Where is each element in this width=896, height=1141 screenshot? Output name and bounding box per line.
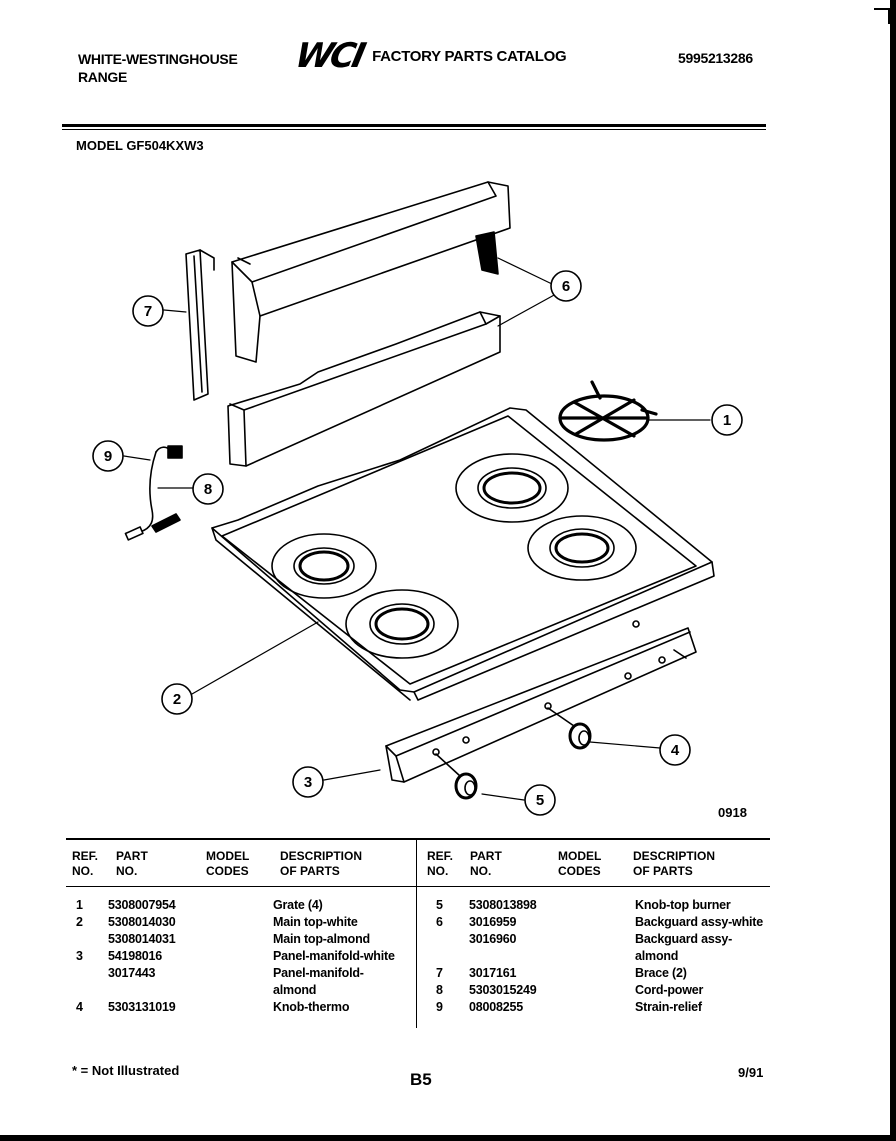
ref-number: 5 <box>436 898 443 912</box>
part-description: Panel-manifold- <box>273 966 364 980</box>
catalog-title-block: WCI FACTORY PARTS CATALOG <box>292 36 567 76</box>
table-header-rule <box>66 886 770 887</box>
brace <box>185 249 215 401</box>
callout-label: 5 <box>536 792 544 809</box>
part-number: 3016959 <box>469 915 517 929</box>
part-description: Backguard assy- <box>635 932 733 946</box>
header-rule <box>62 124 766 127</box>
callout-6: 6 <box>550 270 582 302</box>
part-description: Backguard assy-white <box>635 915 763 929</box>
part-description: Strain-relief <box>635 1000 702 1014</box>
part-description: Brace (2) <box>635 966 687 980</box>
footnote: * = Not Illustrated <box>72 1063 180 1078</box>
wci-logo: WCI <box>291 36 367 76</box>
page-border-right <box>890 0 896 1141</box>
callout-leaders <box>123 257 711 801</box>
knob-thermo <box>547 707 592 750</box>
grate <box>558 380 658 442</box>
ref-number: 8 <box>436 983 443 997</box>
ref-number: 1 <box>76 898 83 912</box>
part-number: 54198016 <box>108 949 163 963</box>
exploded-parts-diagram: 1 2 3 4 5 6 7 8 <box>92 181 743 816</box>
ref-number: 7 <box>436 966 443 980</box>
header-part-no: PART NO. <box>116 849 148 878</box>
callout-label: 3 <box>304 774 312 791</box>
part-description: Knob-thermo <box>273 1000 350 1014</box>
part-number: 5308014031 <box>108 932 176 946</box>
brand-block: WHITE-WESTINGHOUSE RANGE <box>78 50 238 86</box>
callout-label: 8 <box>204 481 212 498</box>
manifold-panel <box>385 620 697 783</box>
part-number: 5308007954 <box>108 898 176 912</box>
part-description: Panel-manifold-white <box>273 949 395 963</box>
part-number: 5308013898 <box>469 898 537 912</box>
header-description-right: DESCRIPTION OF PARTS <box>633 849 716 878</box>
callout-label: 4 <box>671 742 680 759</box>
part-description: Main top-almond <box>273 932 370 946</box>
backguard-upper <box>231 181 511 363</box>
callout-7: 7 <box>132 295 164 327</box>
part-number: 3016960 <box>469 932 517 946</box>
header-part-no-right: PART NO. <box>470 849 502 878</box>
part-description: Grate (4) <box>273 898 323 912</box>
callout-label: 1 <box>723 412 731 429</box>
ref-number: 3 <box>76 949 83 963</box>
header-ref-no: REF. NO. <box>72 849 99 878</box>
catalog-title: FACTORY PARTS CATALOG <box>372 47 567 65</box>
corner-mark <box>874 8 890 24</box>
part-number: 5308014030 <box>108 915 176 929</box>
figure-number: 0918 <box>718 805 747 820</box>
header-model-codes-right: MODEL CODES <box>558 849 602 878</box>
document-number: 5995213286 <box>678 50 753 66</box>
part-description: almond <box>273 983 317 997</box>
header-rule-thin <box>62 129 766 130</box>
callout-label: 6 <box>562 278 570 295</box>
ref-number: 4 <box>76 1000 83 1014</box>
callout-label: 2 <box>173 691 181 708</box>
callout-label: 9 <box>104 448 112 465</box>
callout-label: 7 <box>144 303 152 320</box>
table-top-rule <box>66 838 770 840</box>
callout-5: 5 <box>524 784 556 816</box>
callout-1: 1 <box>711 404 743 436</box>
model-label: MODEL GF504KXW3 <box>76 138 204 153</box>
header-description: DESCRIPTION OF PARTS <box>280 849 363 878</box>
callout-3: 3 <box>292 766 324 798</box>
part-description: Knob-top burner <box>635 898 731 912</box>
brand-name: WHITE-WESTINGHOUSE <box>78 51 238 67</box>
callout-9: 9 <box>92 440 124 472</box>
part-description: almond <box>635 949 679 963</box>
part-number: 3017443 <box>108 966 156 980</box>
callout-2: 2 <box>161 683 193 715</box>
knob-top-burner <box>435 753 478 800</box>
part-number: 3017161 <box>469 966 517 980</box>
part-number: 5303015249 <box>469 983 537 997</box>
ref-number: 6 <box>436 915 443 929</box>
main-top <box>211 407 715 701</box>
revision-date: 9/91 <box>738 1065 764 1080</box>
callouts: 1 2 3 4 5 6 7 8 <box>92 270 743 816</box>
power-cord <box>124 445 183 541</box>
ref-number: 9 <box>436 1000 443 1014</box>
product-type: RANGE <box>78 69 128 85</box>
page-number: B5 <box>410 1070 432 1089</box>
callout-4: 4 <box>659 734 691 766</box>
page-border-bottom <box>0 1135 896 1141</box>
part-number: 5303131019 <box>108 1000 176 1014</box>
ref-number: 2 <box>76 915 83 929</box>
part-description: Main top-white <box>273 915 358 929</box>
backguard-lower <box>227 311 501 467</box>
table-divider <box>416 838 417 1028</box>
callout-8: 8 <box>192 473 224 505</box>
part-description: Cord-power <box>635 983 704 997</box>
header-model-codes: MODEL CODES <box>206 849 250 878</box>
part-number: 08008255 <box>469 1000 524 1014</box>
header-ref-no-right: REF. NO. <box>427 849 454 878</box>
